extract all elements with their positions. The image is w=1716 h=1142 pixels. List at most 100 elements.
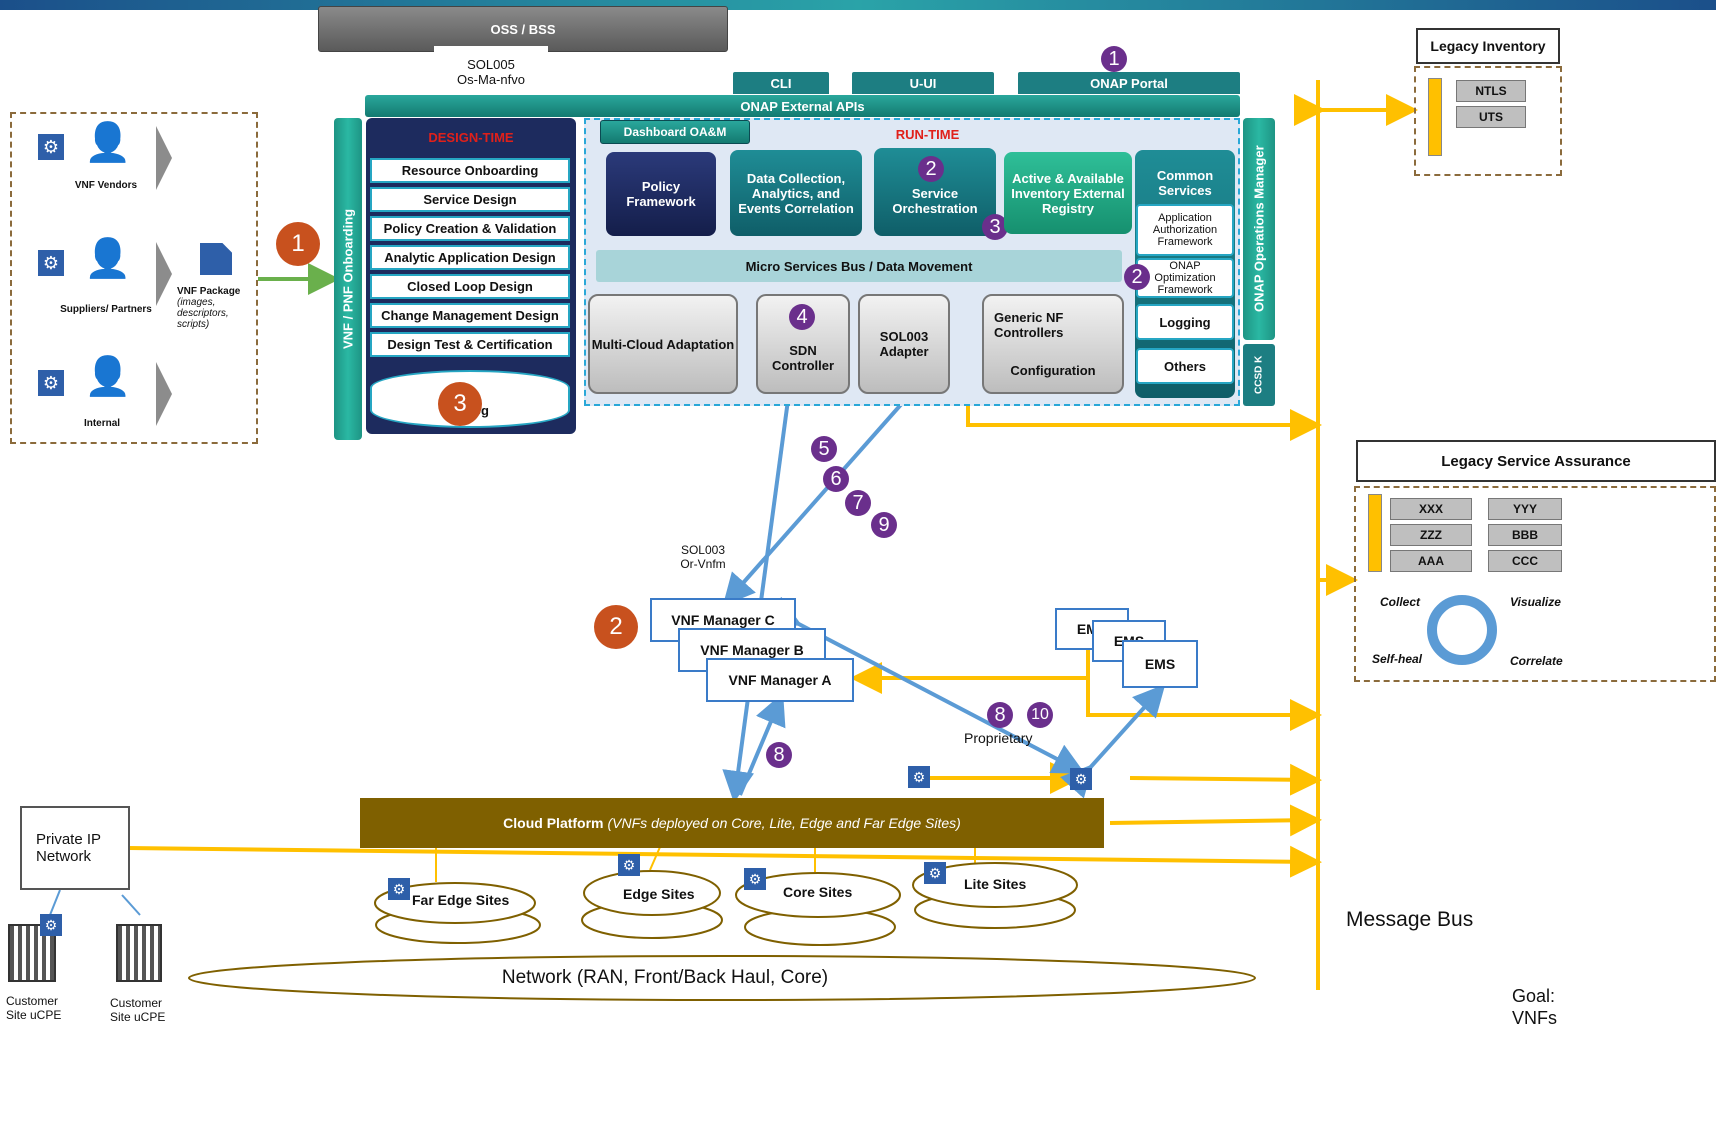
inventory-strip bbox=[1428, 78, 1442, 156]
policy-framework-box: Policy Framework bbox=[606, 152, 716, 236]
or-vnfm-label: Or-Vnfm bbox=[680, 557, 726, 571]
person-icon: 👤 bbox=[84, 122, 132, 164]
customer-site-1-label: Customer Site uCPE bbox=[6, 994, 62, 1022]
gear-icon: ⚙ bbox=[388, 878, 410, 900]
design-time-item: Closed Loop Design bbox=[370, 274, 570, 299]
gear-icon: ⚙ bbox=[618, 854, 640, 876]
gear-icon: ⚙ bbox=[744, 868, 766, 890]
building-icon bbox=[116, 924, 162, 982]
design-time-title: DESIGN-TIME bbox=[428, 129, 514, 145]
step-2-marker: 2 bbox=[918, 156, 944, 182]
oof-box: ONAP Optimization Framework bbox=[1136, 258, 1234, 298]
policy-label: Policy Framework bbox=[626, 179, 696, 209]
step-8-marker: 8 bbox=[987, 702, 1013, 728]
chevron-right-icon bbox=[156, 242, 172, 306]
aaf-label: Application Authorization Framework bbox=[1152, 212, 1218, 248]
vnf-package-desc: (images, descriptors, scripts) bbox=[177, 297, 229, 330]
sol003-adapter-box: SOL003 Adapter bbox=[858, 294, 950, 394]
vnf-sources-panel bbox=[10, 112, 258, 444]
assurance-strip bbox=[1368, 494, 1382, 572]
tab-portal-label: ONAP Portal bbox=[1090, 75, 1168, 91]
legacy-inventory-title: Legacy Inventory bbox=[1416, 28, 1560, 64]
assurance-item: ZZZ bbox=[1390, 524, 1472, 546]
step-5-label: 5 bbox=[818, 437, 830, 460]
step-6-marker: 6 bbox=[823, 466, 849, 492]
step-1-marker: 1 bbox=[1101, 46, 1127, 72]
configuration-label: Configuration bbox=[1010, 363, 1096, 378]
vnfm-b-label: VNF Manager B bbox=[700, 642, 804, 658]
step-2-orange-marker: 2 bbox=[594, 605, 638, 649]
document-icon bbox=[200, 243, 232, 275]
step-1-orange-label: 1 bbox=[291, 230, 305, 257]
sol003-label-box: SOL003 Or-Vnfm bbox=[668, 540, 738, 574]
assurance-item: AAA bbox=[1390, 550, 1472, 572]
others-label: Others bbox=[1164, 358, 1206, 374]
gear-icon: ⚙ bbox=[38, 250, 64, 276]
ccsdk-bar: CCSD K bbox=[1243, 344, 1275, 406]
external-apis-label: ONAP External APIs bbox=[740, 98, 865, 114]
step-7-label: 7 bbox=[852, 491, 864, 514]
tab-onap-portal[interactable]: ONAP Portal bbox=[1018, 72, 1240, 94]
design-time-item: Service Design bbox=[370, 187, 570, 212]
ops-manager-bar: ONAP Operations Manager bbox=[1243, 118, 1275, 340]
step-6-label: 6 bbox=[830, 467, 842, 490]
cloud-platform-bar: Cloud Platform (VNFs deployed on Core, L… bbox=[360, 798, 1104, 848]
run-time-title: RUN-TIME bbox=[895, 126, 960, 142]
step-8b-marker: 8 bbox=[766, 742, 792, 768]
dashboard-label: Dashboard OA&M bbox=[623, 125, 727, 139]
vnf-vendors-label: VNF Vendors bbox=[74, 179, 138, 191]
tab-uui[interactable]: U-UI bbox=[852, 72, 994, 94]
lite-sites-label: Lite Sites bbox=[964, 876, 1027, 892]
step-2-orange-label: 2 bbox=[609, 613, 623, 640]
design-time-item: Analytic Application Design bbox=[370, 245, 570, 270]
external-apis-bar: ONAP External APIs bbox=[365, 95, 1240, 117]
inventory-item-uts: UTS bbox=[1456, 106, 1526, 128]
internal-label: Internal bbox=[83, 417, 121, 429]
generic-nf-box: Generic NF Controllers Configuration bbox=[982, 294, 1124, 394]
inventory-item-ntls: NTLS bbox=[1456, 80, 1526, 102]
cloud-platform-desc: (VNFs deployed on Core, Lite, Edge and F… bbox=[607, 815, 961, 831]
chevron-right-icon bbox=[156, 126, 172, 190]
dcae-label: Data Collection, Analytics, and Events C… bbox=[738, 170, 854, 216]
network-label: Network (RAN, Front/Back Haul, Core) bbox=[501, 967, 829, 988]
design-time-item: Design Test & Certification bbox=[370, 332, 570, 357]
private-ip-label: Private IP Network bbox=[36, 831, 101, 865]
edge-sites-label: Edge Sites bbox=[623, 886, 695, 902]
logging-label: Logging bbox=[1159, 314, 1211, 330]
sol005-label: SOL005 bbox=[467, 57, 515, 72]
sol003-adapter-label: SOL003 Adapter bbox=[879, 329, 929, 359]
design-time-item: Resource Onboarding bbox=[370, 158, 570, 183]
suppliers-label: Suppliers/ Partners bbox=[60, 303, 152, 315]
step-10-label: 10 bbox=[1031, 706, 1049, 723]
generic-nf-label: Generic NF Controllers bbox=[994, 310, 1064, 340]
others-box: Others bbox=[1136, 348, 1234, 384]
tab-uui-label: U-UI bbox=[909, 75, 937, 91]
step-4-marker: 4 bbox=[789, 304, 815, 330]
step-4-label: 4 bbox=[796, 305, 808, 328]
tab-cli[interactable]: CLI bbox=[733, 72, 829, 94]
sol005-label-box: SOL005 Os-Ma-nfvo bbox=[434, 46, 548, 98]
multicloud-label: Multi-Cloud Adaptation bbox=[591, 336, 735, 352]
sdn-controller-box: SDN Controller bbox=[756, 294, 850, 394]
os-ma-nfvo-label: Os-Ma-nfvo bbox=[457, 72, 525, 87]
legacy-assurance-title: Legacy Service Assurance bbox=[1356, 440, 1716, 482]
assurance-item: CCC bbox=[1488, 550, 1562, 572]
ccsdk-label: CCSD K bbox=[1253, 355, 1265, 395]
oss-bss-box: OSS / BSS bbox=[318, 6, 728, 52]
legacy-inventory-panel bbox=[1414, 66, 1562, 176]
dcae-box: Data Collection, Analytics, and Events C… bbox=[730, 150, 862, 236]
goal-label: Goal: VNFs bbox=[1512, 986, 1557, 1028]
assurance-item: BBB bbox=[1488, 524, 1562, 546]
common-services-label: Common Services bbox=[1156, 168, 1214, 198]
onboarding-bar: VNF / PNF Onboarding bbox=[334, 118, 362, 440]
vnf-manager-a: VNF Manager A bbox=[706, 658, 854, 702]
customer-site-2-label: Customer Site uCPE bbox=[110, 996, 166, 1024]
design-time-item: Change Management Design bbox=[370, 303, 570, 328]
assurance-item: YYY bbox=[1488, 498, 1562, 520]
vnf-package-block: VNF Package (images, descriptors, script… bbox=[177, 286, 255, 330]
vnfm-c-label: VNF Manager C bbox=[671, 612, 775, 628]
msb-bar: Micro Services Bus / Data Movement bbox=[596, 250, 1122, 282]
message-bus-label: Message Bus bbox=[1346, 908, 1474, 931]
collect-label: Collect bbox=[1380, 595, 1421, 609]
